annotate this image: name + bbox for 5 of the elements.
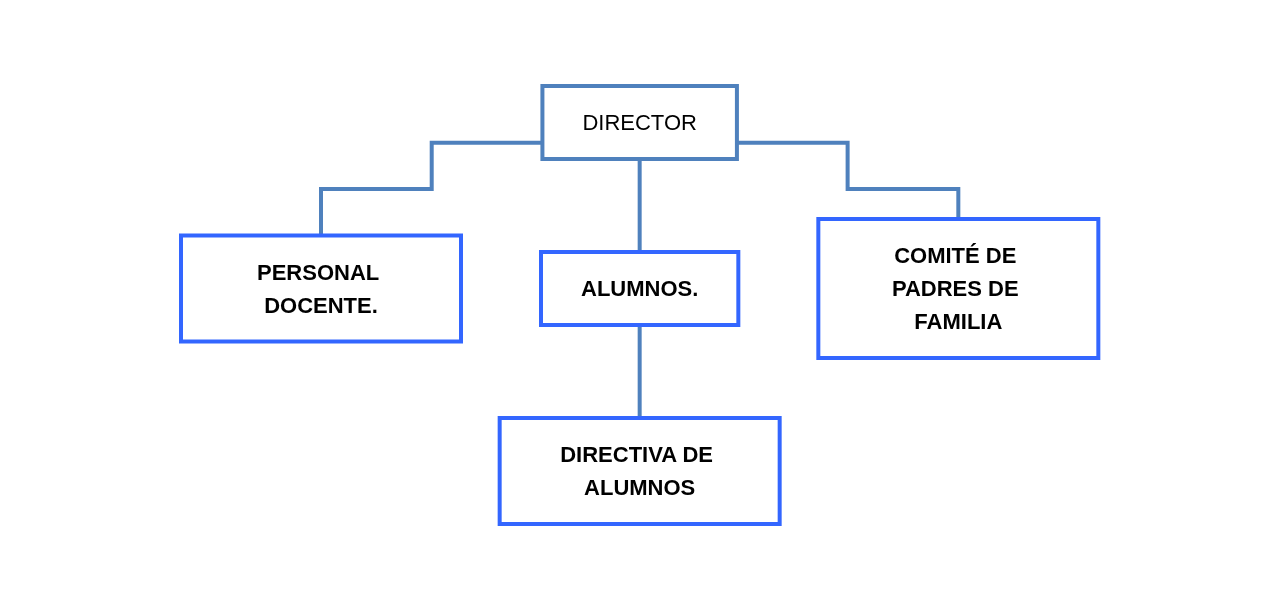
node-box: DIRECTIVA DE ALUMNOS <box>498 415 782 526</box>
node-box: COMITÉ DE PADRES DE FAMILIA <box>816 216 1101 360</box>
node-box: DIRECTOR <box>540 83 740 161</box>
node-box: PERSONAL DOCENTE. <box>179 233 464 343</box>
node-box: ALUMNOS. <box>539 249 741 327</box>
